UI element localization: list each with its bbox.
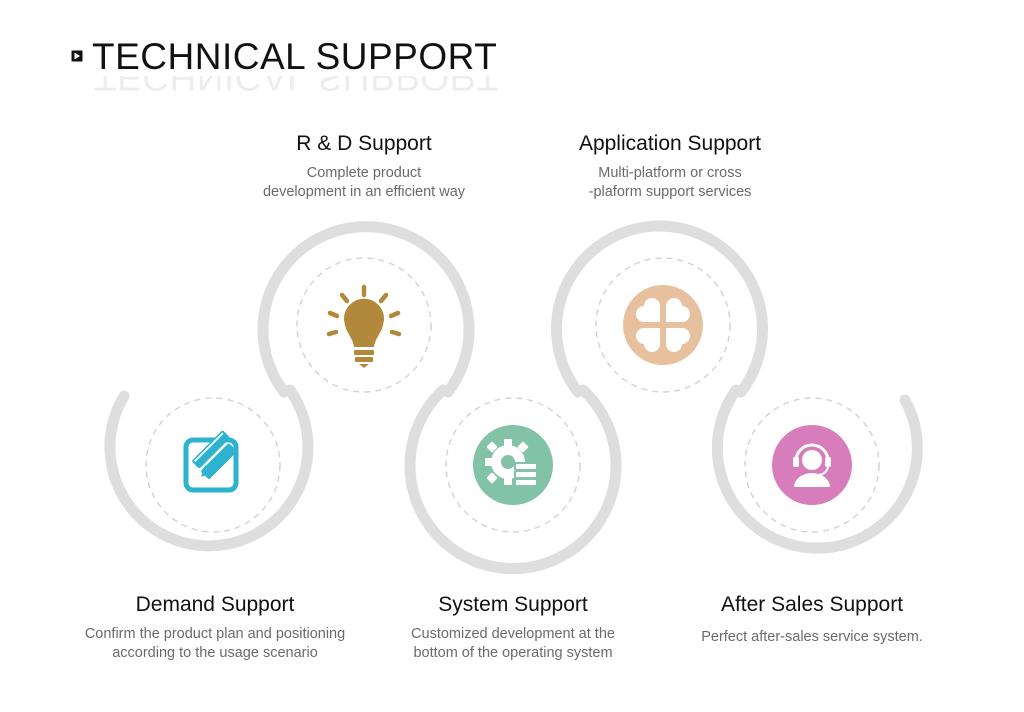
card-title: Demand Support: [135, 593, 295, 616]
card-rd: R & D Support Complete product developme…: [204, 131, 524, 202]
card-demand: Demand Support Confirm the product plan …: [55, 592, 375, 663]
card-system: System Support Customized development at…: [353, 592, 673, 663]
page-title: TECHNICAL SUPPORT: [92, 35, 498, 77]
card-description: Confirm the product plan and positioning…: [55, 625, 375, 663]
dashed-rings: [145, 257, 880, 533]
dashed-ring-rd: [296, 257, 432, 393]
card-title: Application Support: [578, 132, 762, 155]
card-description-line: Customized development at the: [411, 626, 615, 643]
edit-pencil-icon: [183, 430, 239, 493]
dashed-ring-after-sales: [744, 397, 880, 533]
card-title: After Sales Support: [720, 593, 904, 616]
track-after-sales: [711, 384, 923, 554]
card-description-line: Confirm the product plan and positioning: [84, 626, 346, 643]
card-description: Multi-platform or cross -plaform support…: [510, 164, 830, 202]
card-title: R & D Support: [296, 132, 432, 155]
headset-person-icon: [772, 425, 852, 505]
track-system: [404, 384, 622, 574]
dashed-ring-application: [595, 257, 731, 393]
wave-track: [104, 220, 923, 574]
card-description-line: bottom of the operating system: [413, 645, 613, 662]
header: TECHNICAL SUPPORT: [70, 32, 497, 80]
gear-database-icon: [473, 425, 553, 505]
card-description-line: Multi-platform or cross: [598, 165, 742, 182]
card-description-line: according to the usage scenario: [112, 645, 318, 662]
card-title: System Support: [438, 593, 588, 616]
track-rd: [257, 221, 475, 398]
dashed-ring-system: [445, 397, 581, 533]
card-description: Complete product development in an effic…: [204, 164, 524, 202]
card-description: Perfect after-sales service system.: [652, 628, 972, 647]
card-application: Application Support Multi-platform or cr…: [510, 131, 830, 202]
card-description-line: -plaform support services: [588, 184, 752, 201]
card-after-sales: After Sales Support Perfect after-sales …: [652, 592, 972, 647]
card-description-line: Complete product: [306, 165, 422, 182]
track-application: [551, 220, 768, 398]
track-demand: [104, 384, 314, 552]
dashed-ring-demand: [145, 397, 281, 533]
card-description-line: Perfect after-sales service system.: [701, 629, 923, 646]
lightbulb-icon: [326, 284, 402, 368]
arrow-bullet-icon: [70, 49, 84, 63]
four-petal-icon: [623, 285, 703, 365]
card-description-line: development in an efficient way: [262, 184, 466, 201]
card-description: Customized development at the bottom of …: [353, 625, 673, 663]
